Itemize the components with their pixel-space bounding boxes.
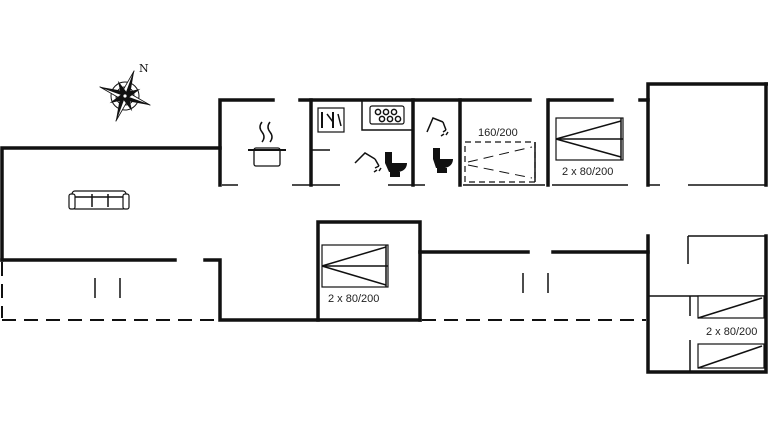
shower-icon (354, 152, 382, 173)
walls (0, 82, 768, 374)
washing-machine-icon (317, 107, 345, 133)
sofa-icon (68, 190, 130, 210)
shower-icon-2 (426, 117, 449, 137)
twin-beds-top (555, 117, 624, 161)
twin-beds-right-label: 2 x 80/200 (706, 326, 757, 338)
double-bed (464, 141, 536, 183)
twin-beds-lower-label: 2 x 80/200 (328, 293, 379, 305)
hob-icon (369, 105, 405, 125)
terrace-outline (1, 262, 646, 321)
toilet-icon (385, 152, 407, 177)
toilet-icon-2 (433, 148, 453, 173)
double-bed-label: 160/200 (478, 127, 518, 139)
compass-rose-icon (99, 70, 151, 122)
twin-beds-right (697, 295, 765, 369)
cooking-pot-icon (248, 121, 286, 167)
twin-beds-lower (321, 244, 389, 288)
compass-north-label: N (139, 62, 149, 75)
twin-beds-top-label: 2 x 80/200 (562, 166, 613, 178)
